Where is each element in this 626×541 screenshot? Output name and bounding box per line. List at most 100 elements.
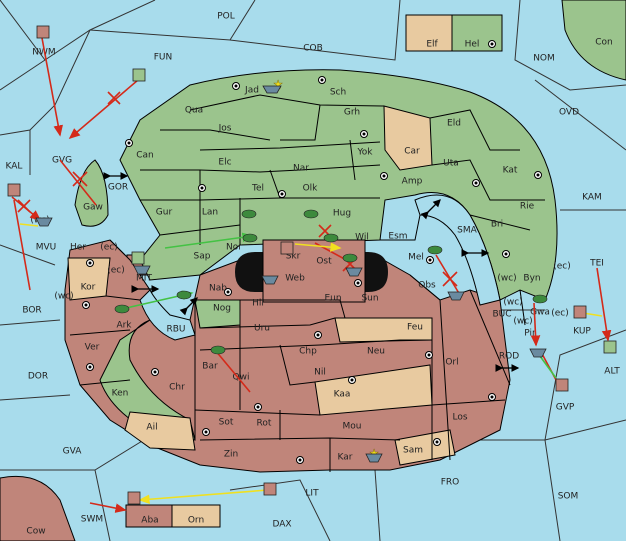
label-ver: Ver bbox=[85, 343, 100, 353]
province-ail[interactable] bbox=[124, 411, 196, 451]
fleet-unit[interactable] bbox=[447, 291, 465, 301]
label-mou: Mou bbox=[343, 422, 362, 432]
army-unit[interactable] bbox=[114, 304, 130, 314]
label-esm: Esm bbox=[388, 232, 407, 242]
label-cow: Cow bbox=[26, 527, 45, 537]
label-con: Con bbox=[595, 38, 613, 48]
label-mit: MIT bbox=[136, 274, 152, 284]
label-aba: Aba bbox=[141, 516, 158, 526]
fleet-unit[interactable] bbox=[261, 275, 279, 285]
army-unit[interactable] bbox=[280, 241, 294, 255]
label-chr: Chr bbox=[169, 383, 185, 393]
label-hil: Hil bbox=[252, 299, 264, 309]
province-cow[interactable] bbox=[0, 475, 76, 541]
label-sap: Sap bbox=[194, 252, 211, 262]
label-nil: Nil bbox=[314, 368, 326, 378]
label-sam: Sam bbox=[403, 446, 423, 456]
coast-tag: (ec) bbox=[100, 243, 118, 253]
coast-tag: (ec) bbox=[553, 262, 571, 272]
coast-tag: (ec) bbox=[107, 266, 125, 276]
label-mel: Mel bbox=[408, 253, 424, 263]
label-her: Her bbox=[70, 243, 86, 253]
army-unit[interactable] bbox=[555, 378, 569, 392]
fleet-unit[interactable] bbox=[133, 265, 151, 275]
army-unit[interactable] bbox=[127, 491, 141, 505]
label-kaa: Kaa bbox=[334, 390, 351, 400]
label-kar: Kar bbox=[338, 453, 353, 463]
label-jad: Jad bbox=[244, 86, 259, 96]
label-orl: Orl bbox=[445, 358, 458, 368]
label-bor: BOR bbox=[22, 306, 41, 316]
label-gva: GVA bbox=[63, 447, 83, 457]
double-arrows bbox=[103, 172, 520, 372]
army-unit[interactable] bbox=[532, 294, 548, 304]
label-alt: ALT bbox=[604, 367, 620, 377]
label-cob: COB bbox=[303, 44, 323, 54]
army-unit[interactable] bbox=[242, 233, 258, 243]
label-obs: Obs bbox=[418, 281, 436, 291]
army-unit[interactable] bbox=[176, 290, 192, 300]
label-rbu: RBU bbox=[166, 325, 185, 335]
province-orn[interactable] bbox=[171, 504, 221, 528]
army-unit[interactable] bbox=[342, 253, 358, 263]
label-uru: Uru bbox=[254, 324, 270, 334]
label-dax: DAX bbox=[272, 520, 291, 530]
label-zin: Zin bbox=[224, 450, 238, 460]
label-bri: Bri bbox=[491, 220, 503, 230]
label-dor: DOR bbox=[28, 372, 48, 382]
label-can: Can bbox=[136, 151, 154, 161]
fleet-unit[interactable] bbox=[529, 348, 547, 358]
fleet-unit[interactable] bbox=[262, 85, 282, 94]
label-eun: Eun bbox=[324, 294, 341, 304]
army-unit[interactable] bbox=[132, 68, 146, 82]
order-arrows-yellow bbox=[19, 223, 603, 505]
label-kal: KAL bbox=[6, 162, 23, 172]
army-unit[interactable] bbox=[323, 233, 339, 243]
army-unit[interactable] bbox=[263, 482, 277, 496]
province-borders bbox=[69, 94, 545, 472]
region-north-green bbox=[119, 69, 558, 301]
army-unit[interactable] bbox=[427, 245, 443, 255]
supply-centers bbox=[82, 40, 542, 464]
label-wil: Wil bbox=[355, 233, 369, 243]
label-ark: Ark bbox=[116, 321, 132, 331]
label-fun: FUN bbox=[154, 53, 173, 63]
fleet-unit[interactable] bbox=[365, 453, 383, 463]
label-rot: Rot bbox=[257, 419, 272, 429]
coast-tag: (wc) bbox=[54, 292, 73, 302]
svg-text:★: ★ bbox=[273, 79, 283, 91]
army-unit[interactable] bbox=[303, 209, 319, 219]
army-unit[interactable] bbox=[573, 305, 587, 319]
fleet-unit[interactable] bbox=[345, 267, 363, 277]
label-orn: Orn bbox=[188, 516, 204, 526]
label-gvg: GVG bbox=[52, 156, 72, 166]
province-car[interactable] bbox=[383, 105, 433, 171]
label-ost: Ost bbox=[316, 257, 332, 267]
label-amp: Amp bbox=[402, 177, 423, 187]
label-gvp: GVP bbox=[556, 403, 575, 413]
order-arrows-red bbox=[11, 37, 612, 513]
label-neu: Neu bbox=[367, 347, 385, 357]
label-mvu: MVU bbox=[36, 243, 57, 253]
army-unit[interactable] bbox=[7, 183, 21, 197]
label-ail: Ail bbox=[146, 423, 157, 433]
label-som: SOM bbox=[558, 492, 579, 502]
label-uta: Uta bbox=[443, 159, 459, 169]
label-tel: Tel bbox=[251, 184, 264, 194]
army-unit[interactable] bbox=[241, 209, 257, 219]
army-unit[interactable] bbox=[36, 25, 50, 39]
fleet-unit[interactable] bbox=[35, 217, 53, 227]
army-unit[interactable] bbox=[210, 345, 226, 355]
label-yok: Yok bbox=[356, 148, 373, 158]
label-nom: NOM bbox=[533, 54, 555, 64]
province-elf[interactable] bbox=[405, 14, 453, 52]
label-sot: Sot bbox=[219, 418, 234, 428]
army-unit[interactable] bbox=[131, 251, 145, 265]
province-chr[interactable] bbox=[99, 319, 196, 441]
label-rod: ROD bbox=[499, 352, 519, 362]
coast-tag: (ec) bbox=[551, 309, 569, 319]
army-unit[interactable] bbox=[603, 340, 617, 354]
label-ken: Ken bbox=[112, 389, 129, 399]
